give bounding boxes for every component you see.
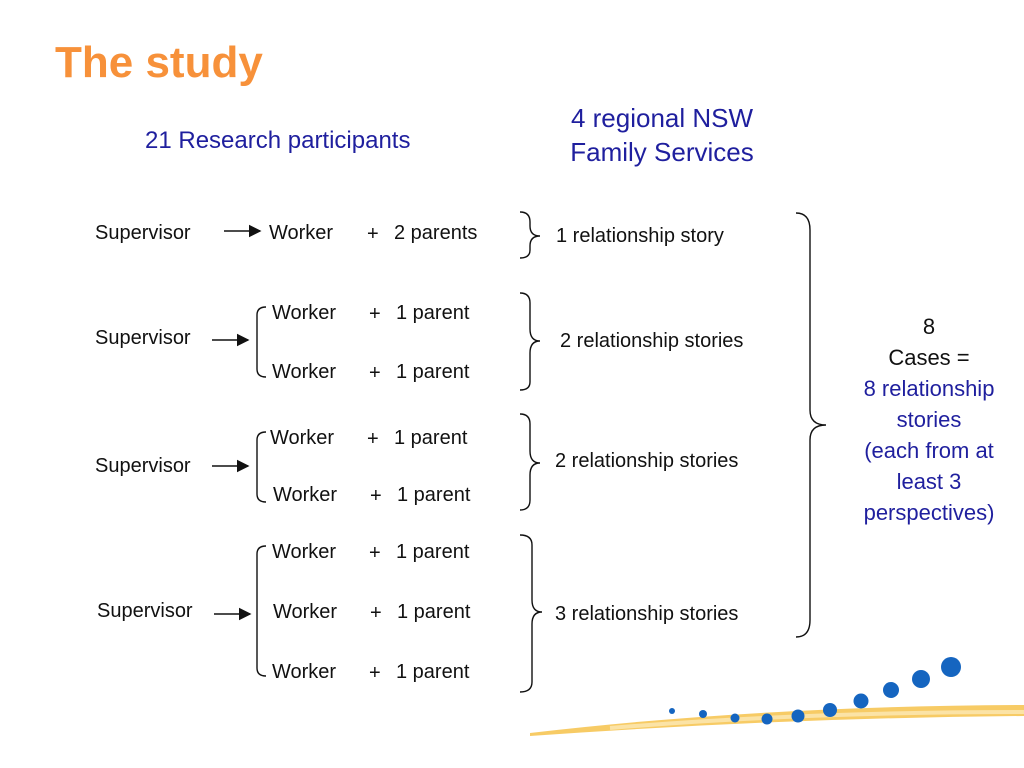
perspectives-note: (each from at least 3 perspectives) xyxy=(863,438,995,525)
services-heading: 4 regional NSW Family Services xyxy=(540,101,784,169)
supervisor-label: Supervisor xyxy=(95,222,191,244)
case-count: 8 xyxy=(922,314,936,339)
plus-sign: + xyxy=(370,485,382,507)
worker-label: Worker xyxy=(273,484,338,506)
services-line-2: Family Services xyxy=(570,137,754,167)
relationship-stories-label: 8 relationship stories xyxy=(863,376,995,432)
cases-label: Cases = xyxy=(888,345,970,370)
parent-label: 1 parent xyxy=(397,601,471,623)
services-line-1: 4 regional NSW xyxy=(570,103,754,133)
worker-bracket-4 xyxy=(256,545,267,677)
plus-sign: + xyxy=(370,602,382,624)
story-label: 2 relationship stories xyxy=(560,330,744,352)
page-title: The study xyxy=(55,38,263,87)
parent-label: 2 parents xyxy=(394,222,478,244)
parent-label: 1 parent xyxy=(396,541,470,563)
worker-label: Worker xyxy=(269,222,334,244)
story-label: 3 relationship stories xyxy=(555,603,739,625)
swoosh xyxy=(530,705,1024,736)
worker-label: Worker xyxy=(270,427,335,449)
story-brace-2 xyxy=(519,292,541,391)
parent-label: 1 parent xyxy=(397,484,471,506)
plus-sign: + xyxy=(369,362,381,384)
story-brace-1 xyxy=(519,211,541,259)
plus-sign: + xyxy=(369,662,381,684)
supervisor-label: Supervisor xyxy=(97,600,193,622)
worker-label: Worker xyxy=(272,361,337,383)
plus-sign: + xyxy=(367,428,379,450)
story-label: 1 relationship story xyxy=(556,225,724,247)
plus-sign: + xyxy=(367,223,379,245)
parent-label: 1 parent xyxy=(394,427,468,449)
worker-bracket-3 xyxy=(256,431,267,503)
story-brace-4 xyxy=(519,534,543,693)
story-brace-3 xyxy=(519,413,541,511)
parent-label: 1 parent xyxy=(396,361,470,383)
worker-label: Worker xyxy=(272,541,337,563)
worker-bracket-2 xyxy=(256,306,267,378)
worker-label: Worker xyxy=(272,302,337,324)
summary-brace xyxy=(795,212,827,638)
worker-label: Worker xyxy=(273,601,338,623)
plus-sign: + xyxy=(369,542,381,564)
parent-label: 1 parent xyxy=(396,302,470,324)
summary-block: 8 Cases = 8 relationship stories (each f… xyxy=(844,311,1014,528)
decorative-dots xyxy=(669,657,961,725)
supervisor-label: Supervisor xyxy=(95,327,191,349)
worker-label: Worker xyxy=(272,661,337,683)
plus-sign: + xyxy=(369,303,381,325)
supervisor-label: Supervisor xyxy=(95,455,191,477)
story-label: 2 relationship stories xyxy=(555,450,739,472)
participants-heading: 21 Research participants xyxy=(145,127,411,154)
parent-label: 1 parent xyxy=(396,661,470,683)
